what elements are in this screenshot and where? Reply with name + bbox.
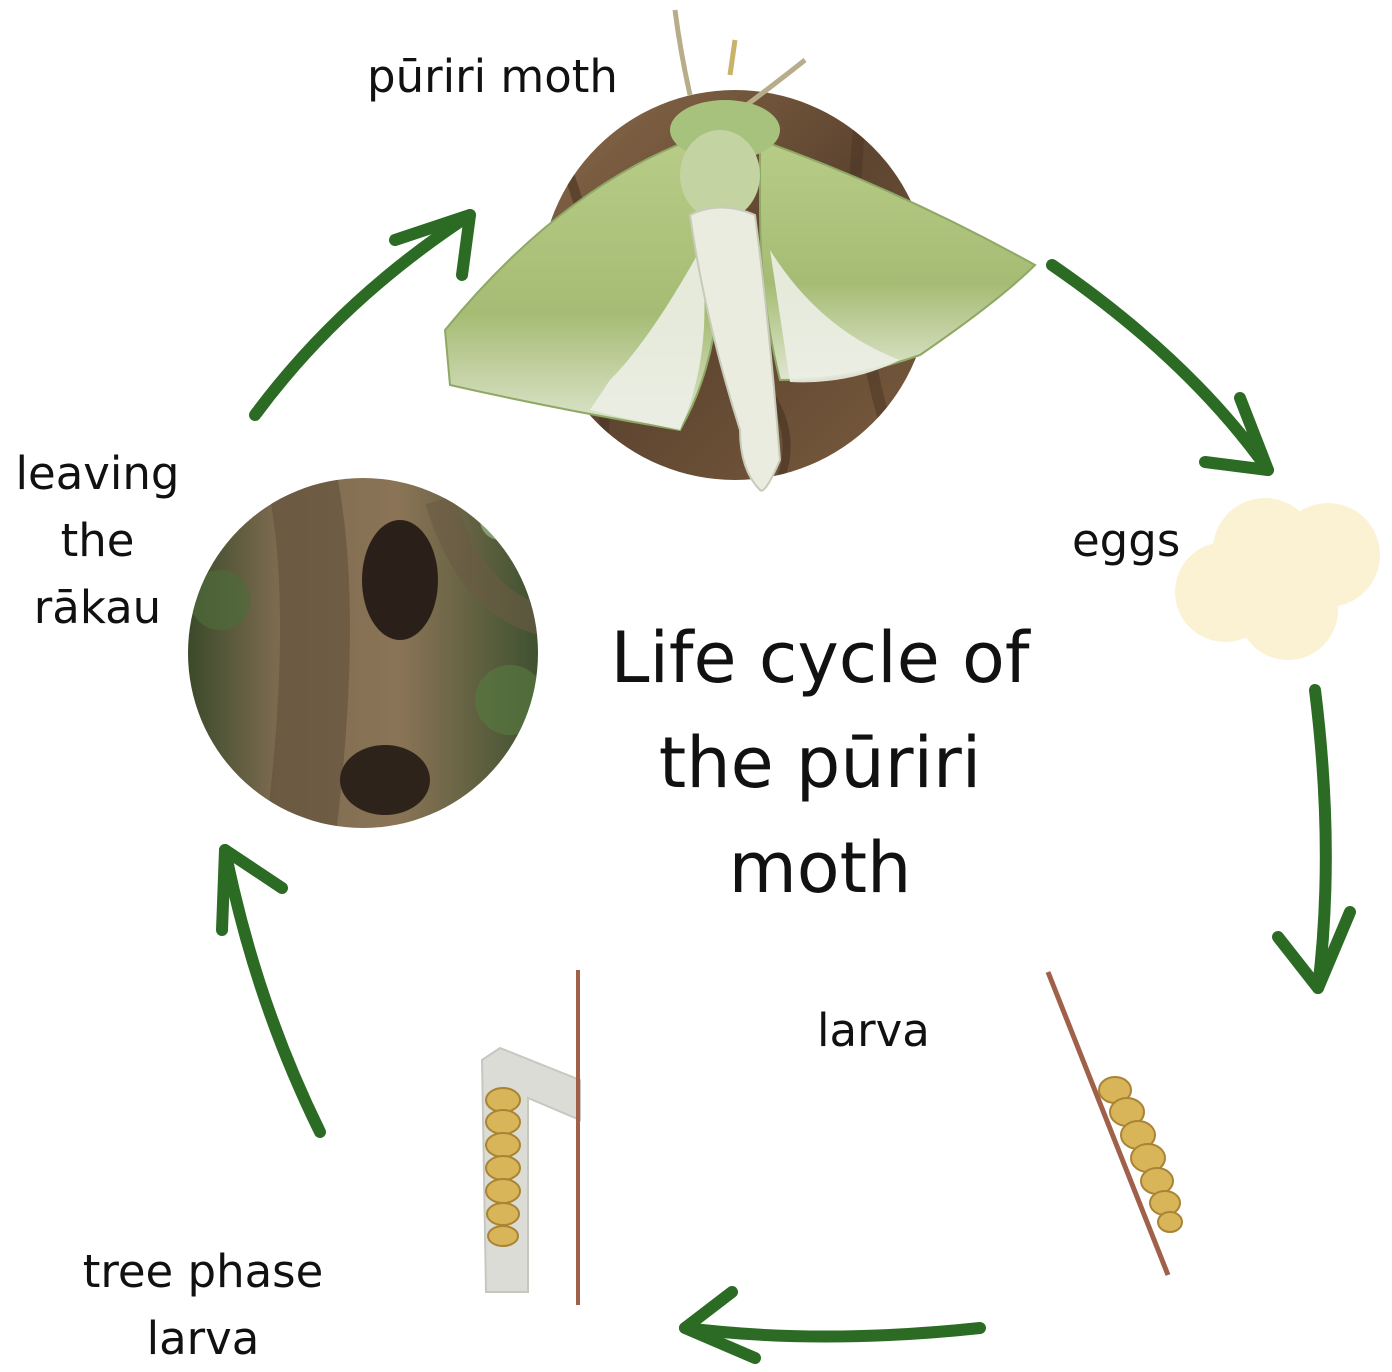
arrow-to-leaving xyxy=(222,850,320,1132)
label-leaving-line-2: the xyxy=(10,507,185,574)
diagram-title: Life cycle of the pūriri moth xyxy=(560,606,1080,921)
larva-on-twig xyxy=(1048,972,1182,1275)
tree-photo xyxy=(188,470,545,840)
arrow-to-larva xyxy=(1278,690,1350,988)
label-tree-phase-larva-line-2: larva xyxy=(74,1305,332,1372)
tree-phase-larva-illustration xyxy=(482,970,580,1305)
title-line-2: the pūriri xyxy=(560,711,1080,816)
arrow-to-moth xyxy=(255,215,470,415)
arrow-to-eggs xyxy=(1052,265,1268,470)
label-eggs: eggs xyxy=(1072,514,1180,569)
label-tree-phase-larva-line-1: tree phase xyxy=(74,1238,332,1305)
label-leaving-line-1: leaving xyxy=(10,440,185,507)
label-leaving-line-3: rākau xyxy=(10,574,185,641)
arrow-to-tree-phase-larva xyxy=(685,1292,980,1358)
title-line-1: Life cycle of xyxy=(560,606,1080,711)
label-larva: larva xyxy=(817,1004,930,1059)
egg-cluster xyxy=(1175,498,1380,660)
title-line-3: moth xyxy=(560,816,1080,921)
label-tree-phase-larva: tree phase larva xyxy=(74,1238,332,1372)
label-moth: pūriri moth xyxy=(367,50,618,105)
label-leaving: leaving the rākau xyxy=(10,440,185,641)
